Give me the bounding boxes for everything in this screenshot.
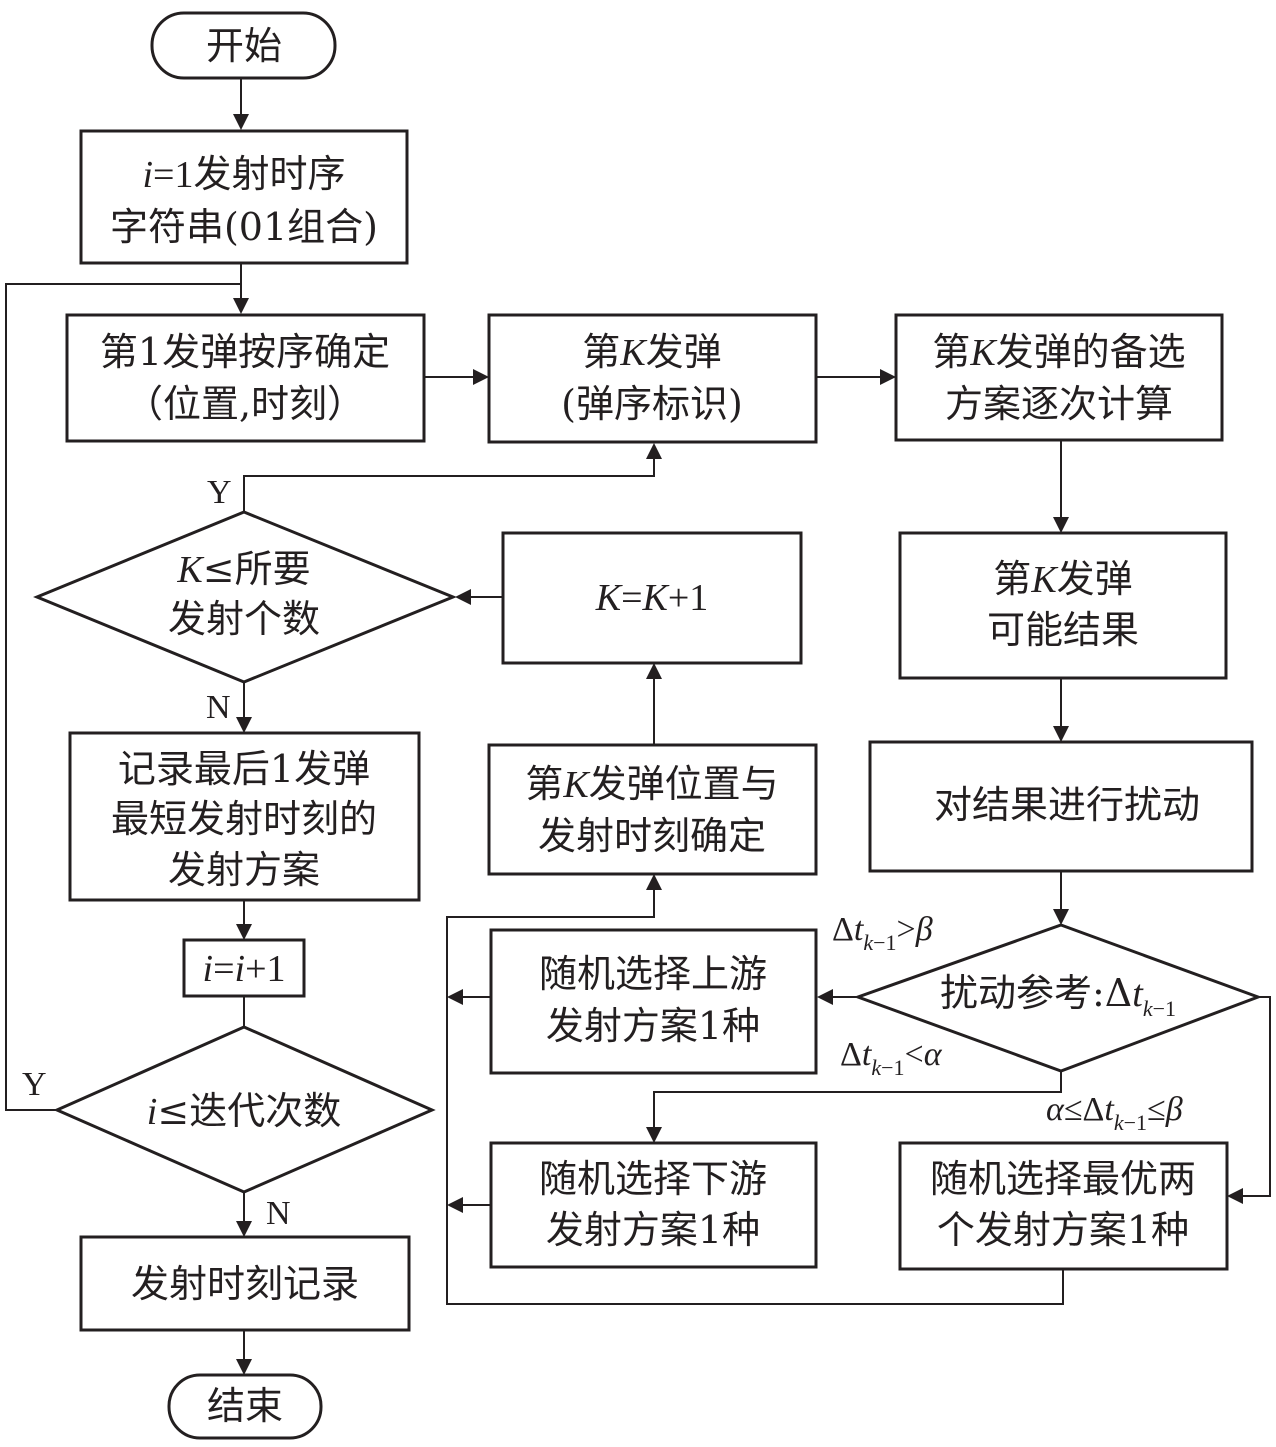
init-label-line2: 字符串(01组合) xyxy=(110,205,378,249)
best-two-box: 随机选择最优两 个发射方案1种 xyxy=(898,1141,1229,1271)
kth-shell-label-line1: 第K发弹 xyxy=(582,330,721,374)
first-shell-box: 第1发弹按序确定 （位置,时刻） xyxy=(65,313,426,443)
end-node: 结束 xyxy=(167,1373,323,1440)
record-last-label-line1: 记录最后1发弹 xyxy=(118,747,370,791)
downstream-label-line2: 发射方案1种 xyxy=(546,1208,760,1252)
decision-k-label-line1: K≤所要 xyxy=(176,547,310,591)
decision-k-diamond: K≤所要 发射个数 xyxy=(33,510,457,684)
perturb-ref-diamond: 扰动参考:Δtk−1 xyxy=(853,923,1263,1073)
label-decision-k-no: N xyxy=(206,689,231,726)
best-two-label-line2: 个发射方案1种 xyxy=(937,1208,1189,1252)
candidates-box: 第K发弹的备选 方案逐次计算 xyxy=(894,313,1224,442)
record-last-label-line2: 最短发射时刻的 xyxy=(111,797,377,841)
candidates-label-line2: 方案逐次计算 xyxy=(945,382,1173,426)
record-time-box: 发射时刻记录 xyxy=(79,1235,411,1332)
record-last-box: 记录最后1发弹 最短发射时刻的 发射方案 xyxy=(68,731,421,902)
perturb-ref-label: 扰动参考:Δtk−1 xyxy=(940,971,1176,1021)
edge-ref-downstream xyxy=(653,1071,1062,1130)
edge-decision-k-yes xyxy=(243,456,655,512)
i-increment-box: i=i+1 xyxy=(182,938,306,998)
edge-loop-i-yes xyxy=(5,283,241,1111)
decision-k-label-line2: 发射个数 xyxy=(168,597,320,641)
start-node: 开始 xyxy=(150,11,337,80)
edge-best-collector xyxy=(446,887,1064,1305)
perturb-label: 对结果进行扰动 xyxy=(934,783,1200,827)
label-decision-k-yes: Y xyxy=(207,474,232,511)
downstream-box: 随机选择下游 发射方案1种 xyxy=(489,1141,818,1269)
edges xyxy=(5,78,1271,1375)
record-last-label-line3: 发射方案 xyxy=(168,848,320,892)
upstream-box: 随机选择上游 发射方案1种 xyxy=(489,928,818,1075)
perturb-box: 对结果进行扰动 xyxy=(868,740,1254,873)
first-shell-label-line2: （位置,时刻） xyxy=(125,382,365,426)
possible-results-label-line2: 可能结果 xyxy=(987,608,1139,652)
start-label: 开始 xyxy=(206,24,282,68)
position-time-label-line1: 第K发弹位置与 xyxy=(525,762,778,806)
upstream-label-line2: 发射方案1种 xyxy=(546,1004,760,1048)
position-time-box: 第K发弹位置与 发射时刻确定 xyxy=(487,743,818,876)
label-decision-i-yes: Y xyxy=(22,1066,47,1103)
record-time-label: 发射时刻记录 xyxy=(131,1262,359,1306)
kth-shell-box: 第K发弹 (弹序标识) xyxy=(487,313,818,444)
decision-i-label: i≤迭代次数 xyxy=(147,1089,341,1133)
label-decision-i-no: N xyxy=(266,1195,291,1232)
possible-results-label-line1: 第K发弹 xyxy=(993,557,1132,601)
label-gt-beta: Δtk−1>β xyxy=(832,911,933,955)
k-increment-box: K=K+1 xyxy=(501,531,803,665)
possible-results-box: 第K发弹 可能结果 xyxy=(898,531,1228,680)
edge-ref-best xyxy=(1240,996,1271,1197)
init-box: i=1发射时序 字符串(01组合) xyxy=(79,129,409,265)
kth-shell-label-line2: (弹序标识) xyxy=(561,382,743,426)
candidates-label-line1: 第K发弹的备选 xyxy=(932,330,1185,374)
upstream-label-line1: 随机选择上游 xyxy=(539,952,767,996)
best-two-label-line1: 随机选择最优两 xyxy=(930,1157,1196,1201)
k-increment-label: K=K+1 xyxy=(595,577,709,619)
position-time-label-line2: 发射时刻确定 xyxy=(538,814,766,858)
first-shell-label-line1: 第1发弹按序确定 xyxy=(100,330,390,374)
edge-labels: Y N Y N Δtk−1>β Δtk−1<α α≤Δtk−1≤β xyxy=(22,474,1183,1232)
init-label-line1: i=1发射时序 xyxy=(142,152,345,196)
end-label: 结束 xyxy=(207,1384,283,1428)
label-lt-alpha: Δtk−1<α xyxy=(840,1036,943,1080)
downstream-label-line1: 随机选择下游 xyxy=(539,1157,767,1201)
i-increment-label: i=i+1 xyxy=(203,948,286,990)
label-between: α≤Δtk−1≤β xyxy=(1046,1091,1183,1135)
decision-i-diamond: i≤迭代次数 xyxy=(53,1025,436,1194)
